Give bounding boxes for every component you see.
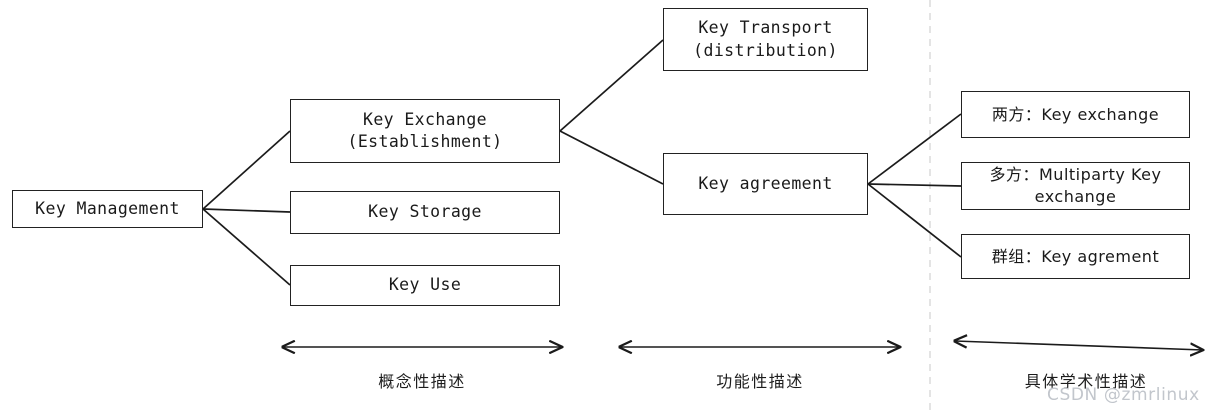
node-two-party-label: 两方：Key exchange	[991, 104, 1160, 124]
node-key-storage-label: Key Storage	[368, 202, 482, 222]
node-key-exchange[interactable]: Key Exchange (Establishment)	[290, 99, 560, 163]
node-multi-party[interactable]: 多方：Multiparty Key exchange	[961, 162, 1190, 210]
section-label-functional: 功能性描述	[716, 372, 804, 391]
node-key-use-label: Key Use	[388, 275, 462, 295]
edge-ka-to-multi-party	[867, 183, 962, 187]
section-label-conceptual: 概念性描述	[378, 372, 466, 391]
node-two-party[interactable]: 两方：Key exchange	[961, 91, 1190, 138]
edge-km-to-key-storage	[202, 208, 291, 213]
node-key-agreement-label: Key agreement	[698, 173, 833, 193]
node-key-transport[interactable]: Key Transport (distribution)	[663, 8, 868, 71]
edge-ka-to-group	[867, 183, 962, 258]
node-key-management-label: Key Management	[35, 198, 180, 218]
edge-ke-to-key-transport	[559, 39, 664, 132]
edge-km-to-key-exchange	[202, 130, 291, 210]
edge-km-to-key-use	[202, 208, 291, 286]
node-key-use[interactable]: Key Use	[290, 265, 560, 306]
node-key-transport-label: Key Transport (distribution)	[693, 18, 838, 60]
node-key-management[interactable]: Key Management	[12, 190, 203, 228]
section-label-academic: 具体学术性描述	[1024, 372, 1148, 391]
node-multi-party-label: 多方：Multiparty Key exchange	[989, 165, 1162, 206]
csdn-watermark: CSDN @zmrlinux	[1047, 385, 1200, 405]
edge-ke-to-key-agreement	[559, 130, 664, 185]
node-key-storage[interactable]: Key Storage	[290, 191, 560, 234]
edge-ka-to-two-party	[867, 113, 962, 185]
node-key-exchange-label: Key Exchange (Establishment)	[347, 109, 503, 151]
node-key-agreement[interactable]: Key agreement	[663, 153, 868, 215]
node-group-label: 群组：Key agrement	[991, 246, 1160, 266]
section-arrow-academic	[955, 341, 1203, 350]
node-group[interactable]: 群组：Key agrement	[961, 234, 1190, 279]
